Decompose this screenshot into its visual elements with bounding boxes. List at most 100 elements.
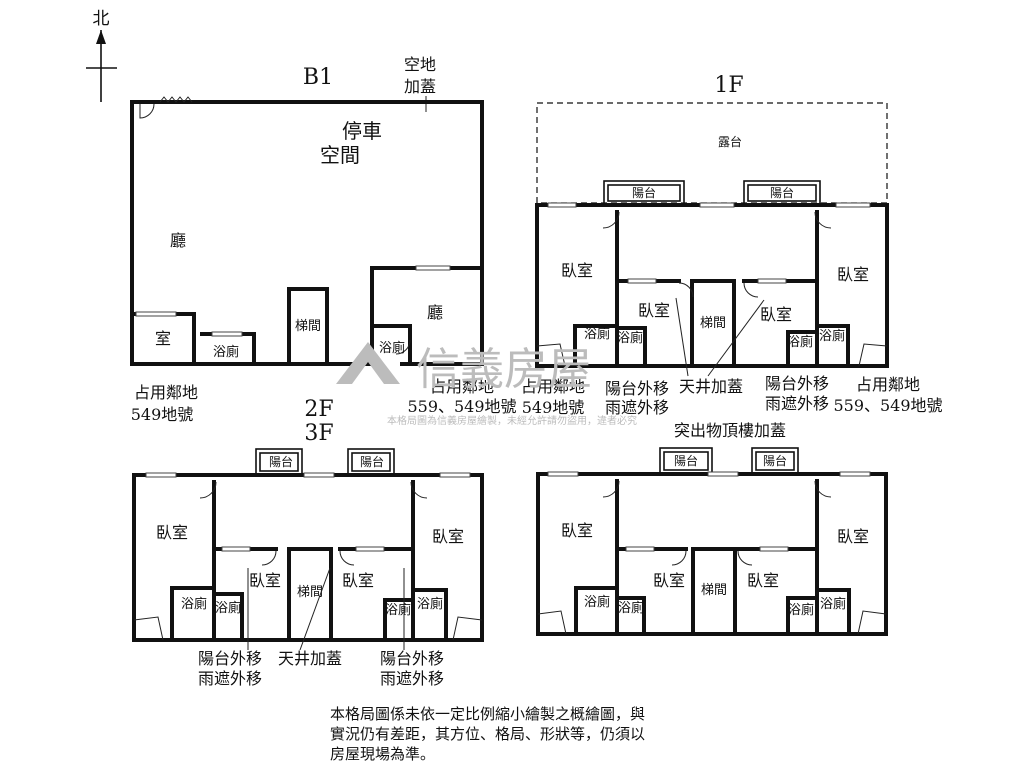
f1-door-4	[743, 282, 759, 298]
f1-bath-midright-label: 浴廁	[787, 334, 813, 350]
f23-bath-right-label: 浴廁	[417, 596, 443, 612]
b1-stairs-label: 梯間	[295, 319, 321, 334]
f1-bed-right-label: 臥室	[837, 265, 869, 284]
f1-terrace-label: 露台	[718, 134, 742, 149]
f1-door-1	[602, 211, 620, 229]
b1-title: B1	[303, 65, 333, 90]
f1-annotation-1: 占用鄰地	[521, 377, 585, 396]
roof-window-5	[759, 546, 789, 552]
roof-bath-ml-wall	[615, 596, 646, 636]
f1-window-5	[757, 278, 787, 284]
f23-annotation-3b: 雨遮外移	[380, 669, 444, 688]
b1-room-window	[135, 311, 177, 317]
watermark-brand: 信義房屋	[416, 344, 592, 395]
f23-window-1	[145, 472, 177, 478]
b1-annotation-right: 占用鄰地	[430, 377, 494, 396]
roof-window-1	[547, 471, 579, 477]
f1-terrace-outline	[536, 102, 888, 204]
b1-room-label: 室	[155, 329, 171, 348]
f1-balcony-left-label: 陽台	[632, 185, 656, 200]
roof-bed-midleft-label: 臥室	[653, 571, 685, 590]
f1-outer-wall	[535, 203, 889, 368]
f1-bay-left	[536, 343, 566, 367]
f1-bath-ml-wall	[615, 326, 647, 368]
f1-window-1	[547, 202, 577, 208]
roof-balcony-left-label: 陽台	[674, 453, 698, 468]
f1-annotation-1b: 549地號	[522, 398, 585, 417]
f1-door-2	[814, 211, 832, 229]
f23-window-3	[303, 472, 335, 478]
b1-annotation-left: 占用鄰地	[134, 383, 198, 402]
roof-stairs-box	[691, 547, 737, 636]
f1-window-2	[835, 202, 871, 208]
f1-door-3	[678, 282, 694, 298]
f23-title-2: 3F	[304, 421, 333, 446]
floor-b1: B1 空地 加蓋 室 浴廁 梯間 停車 空間 廳 廳 浴廁 占用鄰地 549地號…	[130, 55, 517, 424]
b1-annotation-right-2: 559、549地號	[407, 397, 516, 416]
north-arrow-icon	[96, 30, 106, 44]
roof-door-3	[671, 550, 687, 566]
f1-balcony-right-inner	[747, 184, 817, 202]
f23-door-2	[410, 481, 428, 499]
disclaimer-line-2: 實況仍有差距，其方位、格局、形狀等，仍須以	[330, 725, 646, 743]
roof-balcony-left-inner	[663, 451, 709, 471]
f1-window-4	[627, 278, 657, 284]
roof-outer-wall	[536, 472, 888, 636]
roof-bath-right-label: 浴廁	[820, 596, 846, 612]
roof-window-4	[625, 546, 655, 552]
b1-hall-label: 廳	[170, 231, 186, 250]
watermark: 信義房屋 本格局圖為信義房屋繪製，未經允許請勿盜用，違者必究	[336, 342, 637, 427]
f1-title: 1F	[714, 73, 743, 98]
f23-annotation-2: 天井加蓋	[278, 649, 342, 668]
f23-bay-right	[452, 616, 483, 641]
f23-annotation-1b: 雨遮外移	[198, 669, 262, 688]
watermark-logo-icon	[336, 342, 400, 384]
f1-bath-mr-wall	[786, 330, 819, 368]
b1-door-swing	[139, 103, 155, 119]
b1-open-space-label: 空地	[404, 55, 436, 74]
roof-bath-left-label: 浴廁	[584, 594, 610, 610]
roof-door-2	[814, 480, 832, 498]
f23-balcony-right-inner	[351, 452, 391, 472]
f23-bath-l-wall	[170, 586, 216, 642]
b1-parking-label: 停車	[342, 119, 382, 143]
floor-roof: 突出物頂樓加蓋 陽台 陽台 梯間 臥室 臥室 臥室 臥室 浴廁 浴廁	[536, 421, 888, 636]
f1-bath-r-wall	[815, 324, 850, 368]
f23-title: 2F	[304, 397, 333, 422]
b1-bath-label: 浴廁	[213, 344, 239, 360]
roof-bath-midright-label: 浴廁	[788, 602, 814, 618]
north-compass: 北	[86, 9, 117, 102]
f1-stairs-box	[690, 279, 736, 368]
roof-window-3	[707, 471, 739, 477]
f1-bed-midleft-label: 臥室	[638, 301, 670, 320]
f23-leader-2	[299, 567, 331, 651]
b1-bath2-door	[395, 339, 411, 355]
f1-annotation-3: 天井加蓋	[679, 377, 743, 396]
roof-window-2	[839, 471, 871, 477]
f1-bed-midright-label: 臥室	[760, 305, 792, 324]
north-label: 北	[93, 9, 110, 29]
f23-door-4	[339, 550, 355, 566]
b1-open-space-label-2: 加蓋	[404, 77, 436, 96]
b1-spring-mark	[159, 96, 193, 103]
f23-balcony-left-inner	[259, 452, 299, 472]
f23-bath-ml-wall	[212, 592, 244, 642]
b1-hall2-label: 廳	[427, 303, 443, 322]
f23-bath-midleft-label: 浴廁	[215, 600, 241, 616]
disclaimer-line-1: 本格局圖係未依一定比例縮小繪製之概繪圖，與	[330, 705, 646, 723]
roof-bay-left	[537, 610, 567, 635]
roof-bed-left-label: 臥室	[561, 521, 593, 540]
f23-door-3	[261, 550, 277, 566]
f23-bath-midright-label: 浴廁	[385, 602, 411, 618]
f23-stairs-box	[287, 547, 333, 642]
f1-bay-right	[858, 343, 888, 367]
f23-annotation-1: 陽台外移	[198, 649, 262, 668]
floor-1f: 1F 露台 陽台 陽台 梯間 臥室 臥室 臥室 臥室 浴廁	[521, 73, 943, 417]
f1-annotation-5: 占用鄰地	[856, 375, 920, 394]
f23-window-4	[221, 546, 251, 552]
f23-window-2	[439, 472, 471, 478]
floor-2f-3f: 2F 3F 陽台 陽台 梯間 臥室 臥室 臥室 臥室 浴廁	[132, 397, 484, 688]
b1-bath2-wall	[370, 324, 412, 366]
roof-bath-r-wall	[815, 588, 851, 636]
